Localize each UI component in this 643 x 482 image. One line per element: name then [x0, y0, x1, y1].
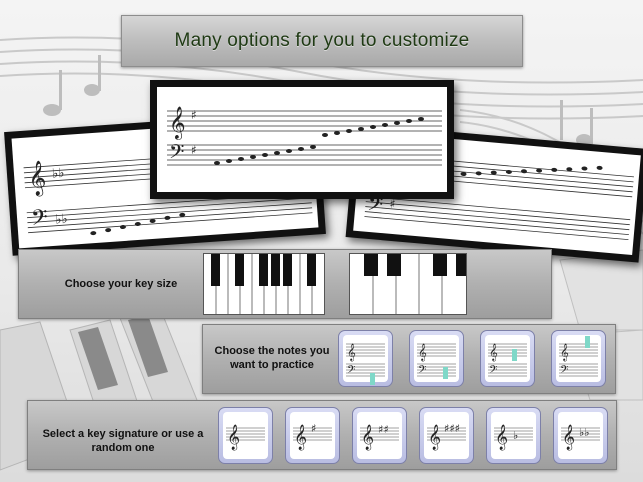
- key-signature-label: Select a key signature or use a random o…: [42, 428, 204, 454]
- svg-text:𝄢: 𝄢: [30, 205, 49, 236]
- key-signature-option-two-flats[interactable]: 𝄞 ♭♭: [553, 407, 608, 464]
- svg-text:𝄢: 𝄢: [169, 140, 184, 168]
- svg-text:♭♭: ♭♭: [52, 166, 65, 182]
- svg-text:𝄞: 𝄞: [495, 424, 508, 450]
- svg-text:𝄞: 𝄞: [27, 160, 47, 197]
- svg-text:𝄢: 𝄢: [366, 192, 384, 221]
- key-sig-glyphs: ♯♯♯: [444, 422, 460, 435]
- key-signature-option-one-flat[interactable]: 𝄞 ♭: [486, 407, 541, 464]
- svg-text:♭♭: ♭♭: [55, 212, 68, 228]
- svg-text:𝄢: 𝄢: [489, 364, 497, 379]
- svg-text:♯: ♯: [191, 143, 197, 157]
- svg-text:𝄞: 𝄞: [562, 424, 575, 450]
- svg-text:𝄢: 𝄢: [560, 364, 568, 379]
- svg-text:𝄞: 𝄞: [169, 106, 186, 140]
- large-keys-keyboard[interactable]: [349, 253, 467, 315]
- small-keys-keyboard[interactable]: [203, 253, 325, 315]
- svg-text:𝄞: 𝄞: [347, 343, 356, 361]
- svg-text:𝄞: 𝄞: [361, 424, 374, 450]
- notes-option-low-bass[interactable]: 𝄞 𝄢: [338, 330, 393, 387]
- key-signature-panel: Select a key signature or use a random o…: [27, 400, 617, 470]
- key-signature-option-one-sharp[interactable]: 𝄞 ♯: [285, 407, 340, 464]
- key-size-label: Choose your key size: [64, 278, 178, 290]
- svg-text:𝄞: 𝄞: [489, 343, 498, 361]
- svg-text:𝄞: 𝄞: [560, 343, 569, 361]
- page-title: Many options for you to customize: [174, 30, 470, 51]
- notes-option-middle[interactable]: 𝄞 𝄢: [480, 330, 535, 387]
- key-sig-glyphs: ♯: [311, 422, 316, 435]
- notes-option-high-treble[interactable]: 𝄞 𝄢: [551, 330, 606, 387]
- sheet-card-sharps-center: 𝄞 ♯ 𝄢 ♯: [150, 80, 454, 199]
- svg-text:𝄞: 𝄞: [227, 424, 240, 450]
- staff-sharps-center: 𝄞 ♯ 𝄢 ♯: [167, 106, 442, 168]
- key-signature-option-three-sharps[interactable]: 𝄞 ♯♯♯: [419, 407, 474, 464]
- svg-text:𝄞: 𝄞: [418, 343, 427, 361]
- notes-panel: Choose the notes you want to practice 𝄞 …: [202, 324, 616, 394]
- key-sig-glyphs: ♯♯: [378, 423, 389, 436]
- key-signature-option-two-sharps[interactable]: 𝄞 ♯♯: [352, 407, 407, 464]
- title-banner: Many options for you to customize: [121, 15, 523, 67]
- svg-text:𝄞: 𝄞: [428, 424, 441, 450]
- svg-text:𝄢: 𝄢: [347, 364, 355, 379]
- key-signature-option-c-major[interactable]: 𝄞: [218, 407, 273, 464]
- key-size-panel: Choose your key size: [18, 249, 552, 319]
- svg-text:♯: ♯: [389, 197, 396, 211]
- notes-label: Choose the notes you want to practice: [214, 345, 330, 371]
- notes-option-mid-bass[interactable]: 𝄞 𝄢: [409, 330, 464, 387]
- svg-text:𝄞: 𝄞: [294, 424, 307, 450]
- svg-text:♯: ♯: [191, 108, 197, 122]
- svg-text:𝄢: 𝄢: [418, 364, 426, 379]
- key-sig-glyphs: ♭♭: [579, 426, 589, 439]
- key-sig-glyphs: ♭: [513, 429, 518, 442]
